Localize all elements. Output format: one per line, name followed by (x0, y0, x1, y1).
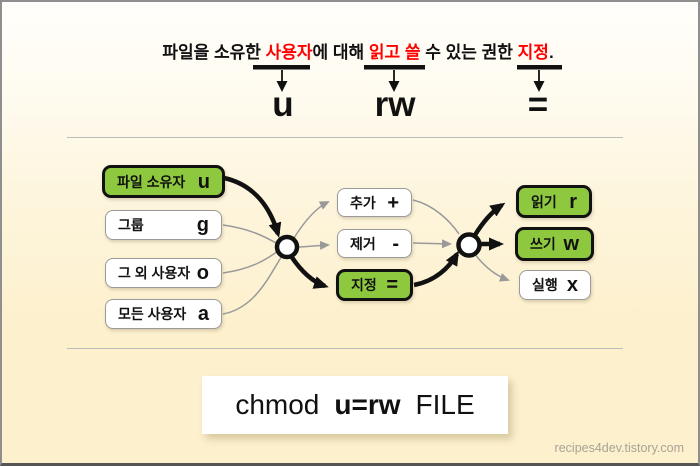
node-letter: r (569, 190, 577, 213)
node-letter: - (392, 232, 399, 255)
node-label: 실행 (532, 277, 558, 293)
symbol-u: u (272, 85, 294, 124)
link-others-to-junction1 (222, 250, 279, 274)
node-letter: w (563, 233, 579, 255)
headline-sentence: 파일을 소유한 사용자에 대해 읽고 쓸 수 있는 권한 지정. (8, 38, 698, 63)
link-add-to-junction2 (412, 199, 460, 235)
node-label: 추가 (350, 194, 376, 211)
node-label: 그룹 (118, 217, 144, 233)
node-read: 읽기 r (516, 185, 592, 218)
node-letter: + (387, 191, 399, 214)
junction-node-2 (456, 232, 482, 258)
node-label: 읽기 (531, 193, 557, 210)
junction-node-1 (274, 234, 300, 260)
node-letter: a (197, 303, 209, 325)
node-label: 지정 (351, 277, 377, 293)
symbol-equals: = (527, 85, 549, 124)
sentence-highlight-assign: 지정 (517, 43, 549, 62)
command-args: u=rw (334, 389, 401, 420)
link-junction1-to-add (293, 201, 330, 239)
node-all-users: 모든 사용자 a (105, 299, 222, 329)
node-label: 모든 사용자 (118, 306, 187, 322)
node-assign: 지정 = (336, 269, 413, 301)
symbol-rw: rw (374, 85, 416, 124)
link-junction1-to-assign (289, 254, 329, 289)
sentence-part: . (548, 43, 554, 62)
node-label: 파일 소유자 (117, 173, 186, 190)
node-letter: g (196, 214, 209, 236)
node-group: 그룹 g (105, 210, 222, 240)
node-execute: 실행 x (519, 270, 591, 300)
node-letter: = (386, 274, 398, 296)
sentence-part: 파일을 소유한 (162, 43, 266, 62)
command-example-box: chmod u=rw FILE (202, 376, 508, 434)
sentence-highlight-readwrite: 읽고 쓸 (368, 43, 421, 62)
node-add: 추가 + (337, 188, 412, 217)
node-label: 쓰기 (530, 236, 556, 252)
node-remove: 제거 - (337, 229, 412, 258)
underline-assign (517, 65, 562, 70)
link-group-to-junction1 (222, 224, 279, 245)
node-letter: u (197, 170, 210, 193)
underline-readwrite (364, 65, 425, 70)
link-junction2-to-read (473, 202, 506, 237)
divider-top (67, 137, 623, 138)
node-letter: x (566, 274, 578, 296)
node-other-users: 그 외 사용자 o (105, 258, 222, 288)
command-file: FILE (415, 389, 475, 420)
link-junction2-to-execute (473, 252, 510, 282)
sentence-part: 수 있는 권한 (420, 43, 518, 62)
link-assign-to-junction2 (413, 250, 459, 288)
watermark: recipes4dev.tistory.com (554, 441, 684, 455)
link-junction1-to-remove (297, 240, 330, 250)
node-label: 제거 (350, 235, 376, 252)
node-letter: o (196, 262, 209, 284)
sentence-highlight-user: 사용자 (265, 43, 313, 62)
underline-user (253, 65, 310, 70)
link-remove-to-junction2 (412, 239, 452, 249)
node-label: 그 외 사용자 (118, 265, 191, 281)
link-all-to-junction1 (222, 255, 283, 315)
node-file-owner: 파일 소유자 u (102, 165, 225, 198)
link-owner-to-junction1 (223, 175, 282, 238)
command-name: chmod (235, 389, 320, 420)
divider-bottom (67, 348, 623, 349)
sentence-part: 에 대해 (312, 43, 369, 62)
node-write: 쓰기 w (515, 227, 594, 261)
